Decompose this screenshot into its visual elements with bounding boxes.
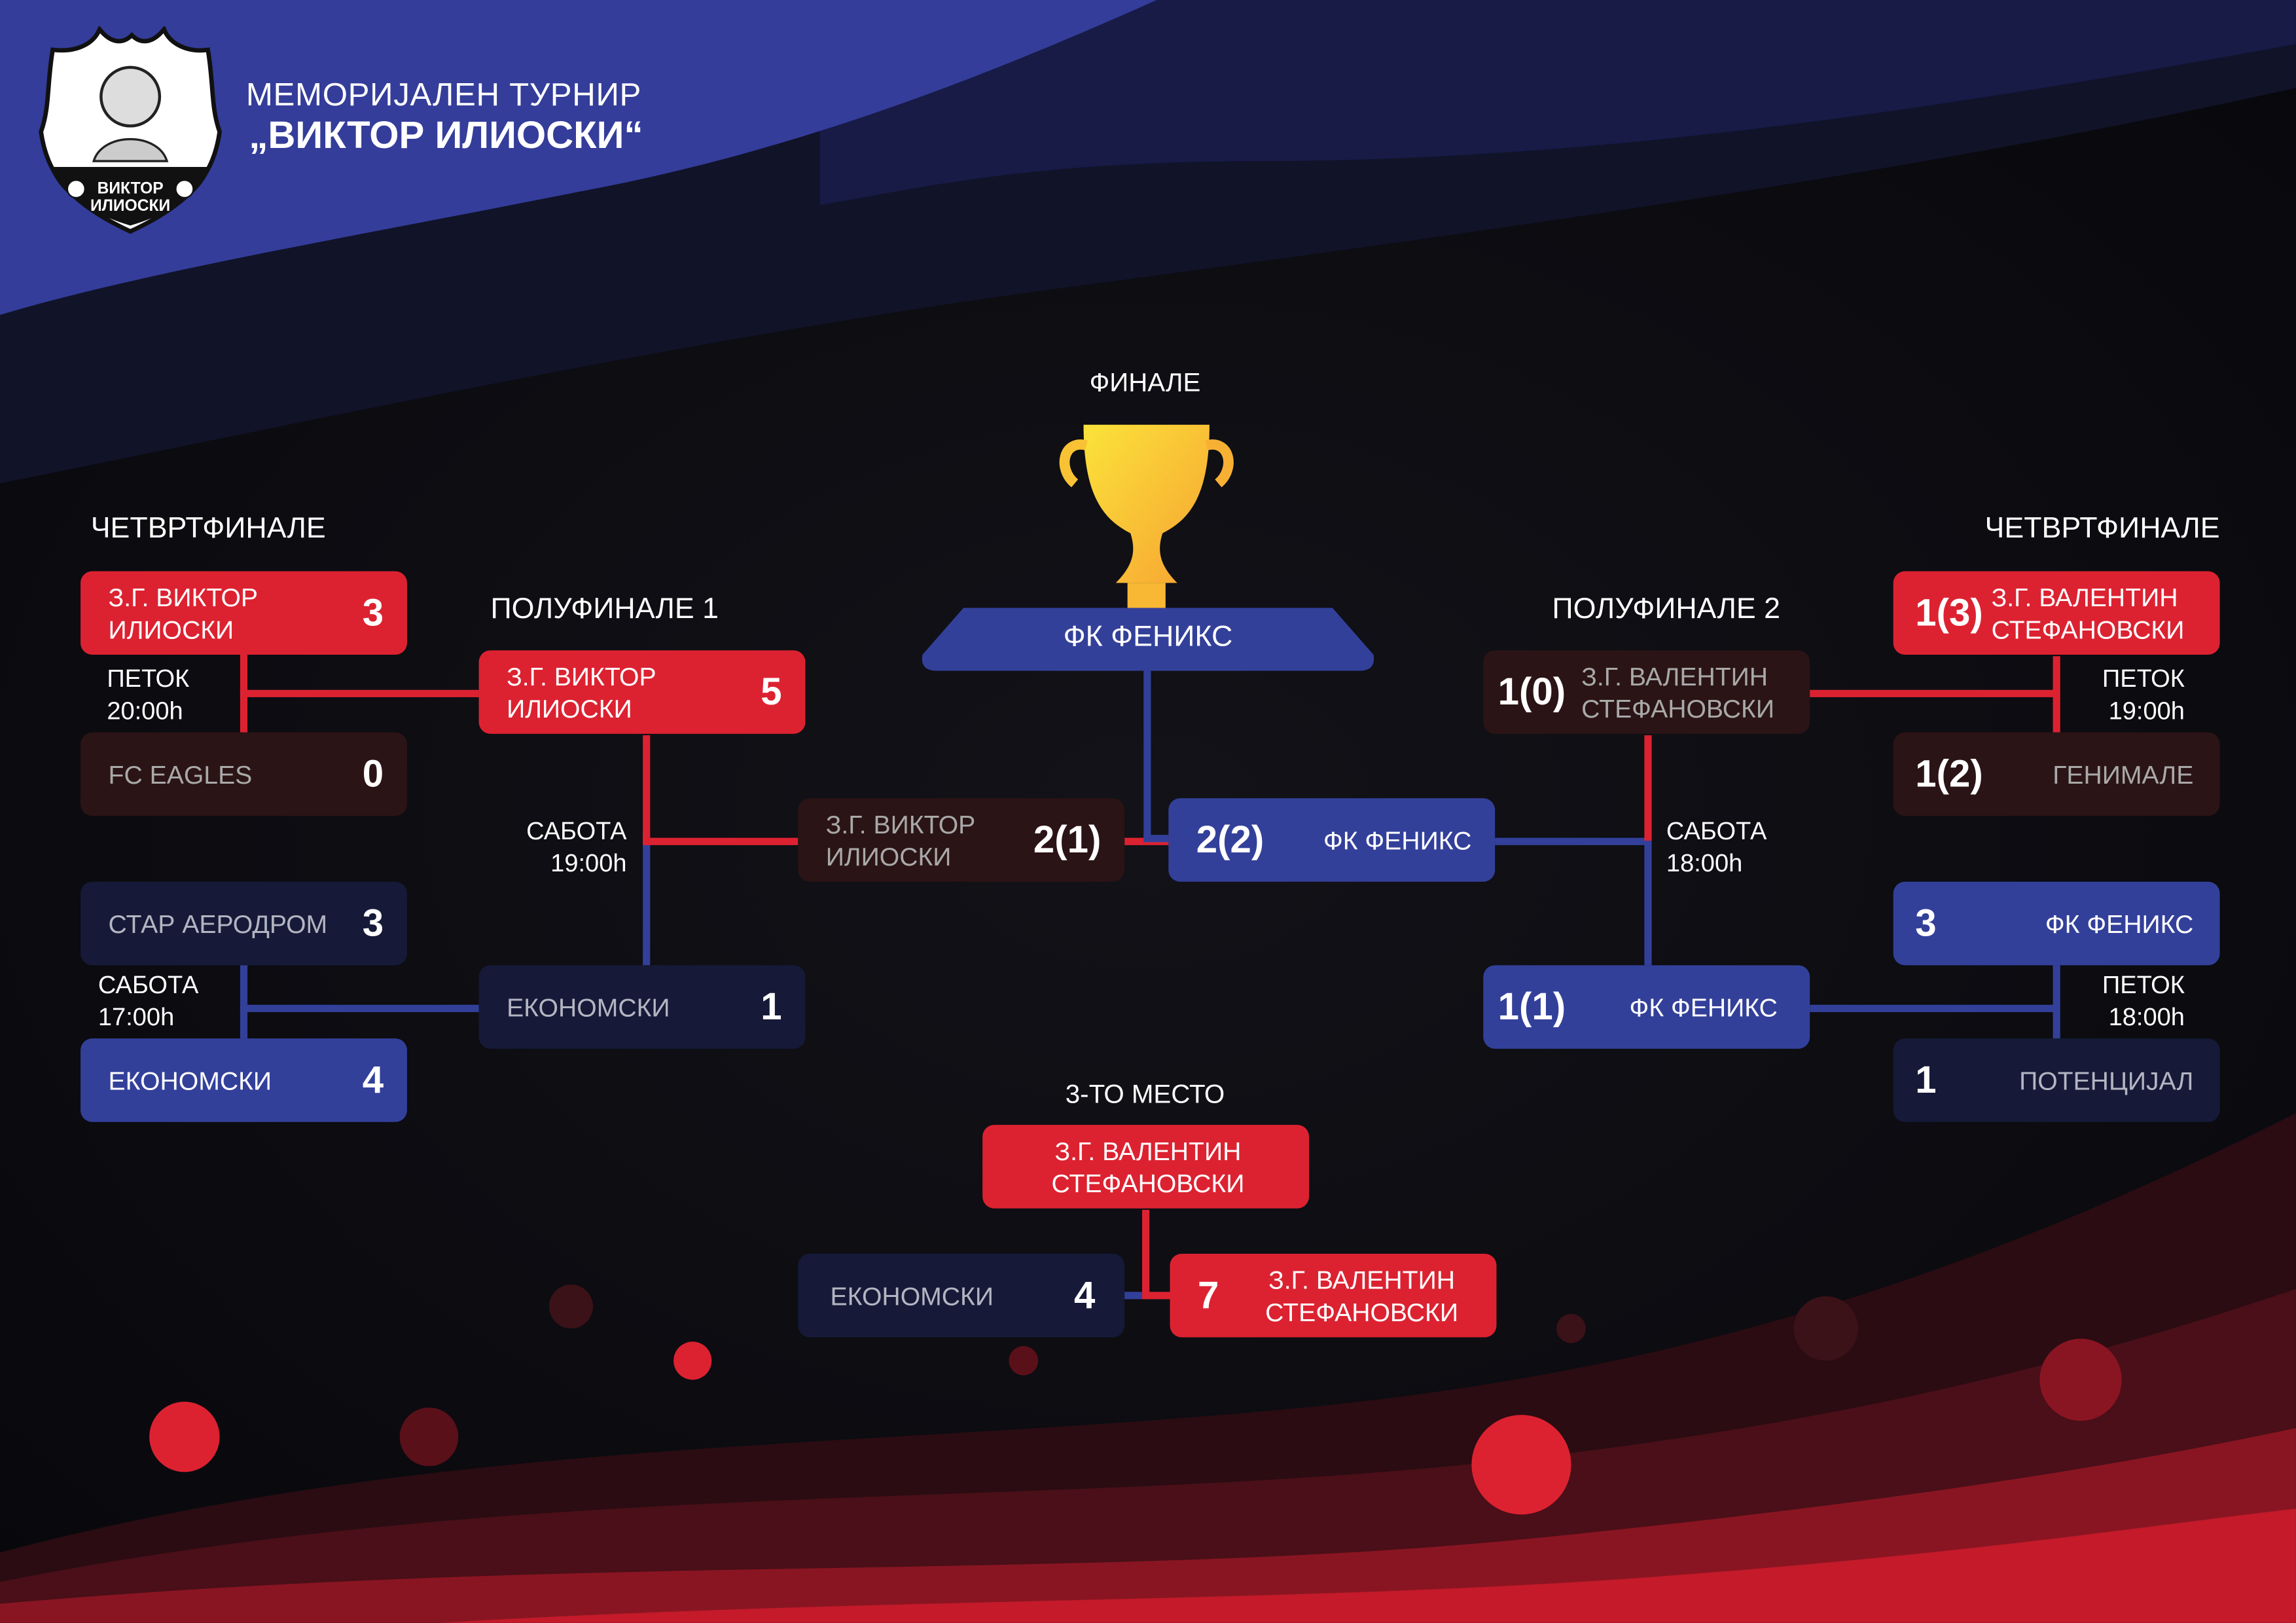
- connector-line: [1495, 837, 1651, 845]
- connector-line: [1124, 1292, 1143, 1300]
- team-slot-sf2-team1[interactable]: 1(0)З.Г. ВАЛЕНТИН СТЕФАНОВСКИ: [1483, 650, 1810, 734]
- team-slot-qf3-team1[interactable]: 1(3)З.Г. ВАЛЕНТИН СТЕФАНОВСКИ: [1893, 571, 2220, 655]
- connector-line: [1142, 1209, 1150, 1298]
- decor-circle: [1471, 1415, 1571, 1515]
- round-label-third-place: 3-ТО МЕСТО: [1065, 1079, 1225, 1109]
- team-slot-sf2-team2[interactable]: 1(1)ФК ФЕНИКС: [1483, 965, 1810, 1049]
- connector-line: [1142, 1292, 1170, 1300]
- title-line-2: „ВИКТОР ИЛИОСКИ“: [249, 113, 643, 157]
- round-label-sf2: ПОЛУФИНАЛЕ 2: [1552, 593, 1781, 626]
- round-label-qf-left: ЧЕТВРТФИНАЛЕ: [90, 513, 326, 545]
- champion-banner-shape: [922, 608, 1374, 671]
- connector-line: [1644, 735, 1652, 841]
- round-label-qf-right: ЧЕТВРТФИНАЛЕ: [1984, 513, 2220, 545]
- champion-name: ФК ФЕНИКС: [1063, 621, 1233, 653]
- third-place-winner[interactable]: З.Г. ВАЛЕНТИН СТЕФАНОВСКИ: [982, 1125, 1310, 1209]
- decor-circle: [1009, 1345, 1039, 1376]
- decor-circle: [149, 1402, 220, 1472]
- tournament-logo: ВИКТОР ИЛИОСКИ: [39, 26, 223, 234]
- connector-line: [1143, 670, 1151, 841]
- connector-line: [1810, 689, 2059, 697]
- connector-line: [240, 689, 479, 697]
- connector-line: [240, 965, 248, 1039]
- connector-line: [643, 735, 651, 844]
- connector-line: [1143, 835, 1169, 843]
- decor-circle: [1793, 1296, 1859, 1361]
- connector-line: [2053, 965, 2060, 1039]
- round-label-sf1: ПОЛУФИНАЛЕ 1: [490, 593, 719, 626]
- decor-circle: [1556, 1313, 1586, 1343]
- decor-circle: [2039, 1338, 2122, 1421]
- decor-circle: [673, 1341, 712, 1380]
- connector-line: [1810, 1004, 2059, 1012]
- connector-line: [1644, 841, 1652, 966]
- svg-text:ВИКТОР: ВИКТОР: [98, 179, 164, 197]
- decor-circle: [399, 1407, 459, 1467]
- team-slot-qf3-team2[interactable]: 1(2)ГЕНИМАЛЕ: [1893, 732, 2220, 816]
- svg-text:ИЛИОСКИ: ИЛИОСКИ: [90, 197, 170, 215]
- connector-line: [643, 841, 651, 966]
- round-label-final: ФИНАЛЕ: [1089, 367, 1201, 397]
- connector-line: [240, 1004, 479, 1012]
- trophy-icon: [1059, 424, 1234, 610]
- connector-line: [2053, 656, 2060, 733]
- connector-line: [643, 837, 798, 845]
- decor-circle: [548, 1285, 594, 1329]
- title-line-1: МЕМОРИЈАЛЕН ТУРНИР: [245, 76, 642, 113]
- team-slot-final-team2[interactable]: 2(2)ФК ФЕНИКС: [1168, 798, 1496, 882]
